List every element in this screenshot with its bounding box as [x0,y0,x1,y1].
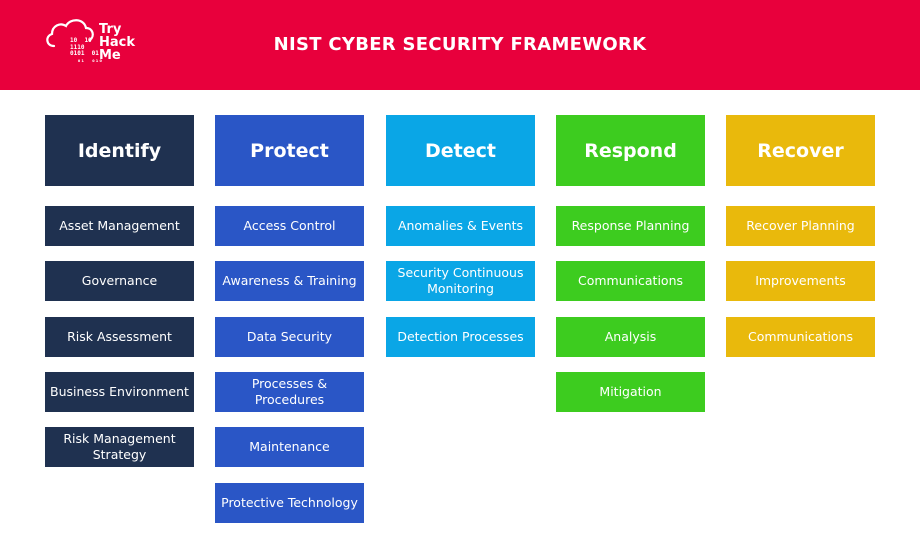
category-box: Access Control [215,206,364,246]
category-box: Risk Management Strategy [45,427,194,468]
category-box: Recover Planning [726,206,875,246]
category-box: Improvements [726,261,875,302]
category-box: Data Security [215,316,364,357]
category-box: Communications [726,316,875,357]
category-box: Security Continuous Monitoring [386,261,535,302]
category-box: Processes & Procedures [215,372,364,413]
header-banner: 10 10 1110 0101 01 ₀₁ ₀₁₀ Try Hack Me NI… [0,0,920,90]
category-box: Mitigation [556,372,705,413]
category-box: Anomalies & Events [386,206,535,246]
category-box: Analysis [556,316,705,357]
category-box: Detection Processes [386,316,535,357]
column-header-detect: Detect [386,115,535,186]
category-box: Communications [556,261,705,302]
page-title: NIST CYBER SECURITY FRAMEWORK [273,34,647,55]
cloud-icon [46,19,94,48]
category-box: Asset Management [45,206,194,246]
category-box: Awareness & Training [215,261,364,302]
logo-binary-text: 10 10 1110 0101 01 ₀₁ ₀₁₀ [70,37,103,64]
column-header-recover: Recover [726,115,875,186]
column-header-identify: Identify [45,115,194,186]
logo-word-line: Me [99,48,121,63]
logo-wordmark: Try Hack Me [99,23,135,62]
category-box: Business Environment [45,372,194,413]
tryhackme-logo: 10 10 1110 0101 01 ₀₁ ₀₁₀ Try Hack Me [44,16,144,76]
category-box: Maintenance [215,427,364,468]
category-box: Risk Assessment [45,316,194,357]
category-box: Governance [45,261,194,302]
logo-word-line: Try [99,22,122,37]
category-box: Response Planning [556,206,705,246]
column-header-respond: Respond [556,115,705,186]
category-box: Protective Technology [215,482,364,523]
column-header-protect: Protect [215,115,364,186]
logo-word-line: Hack [99,35,136,50]
